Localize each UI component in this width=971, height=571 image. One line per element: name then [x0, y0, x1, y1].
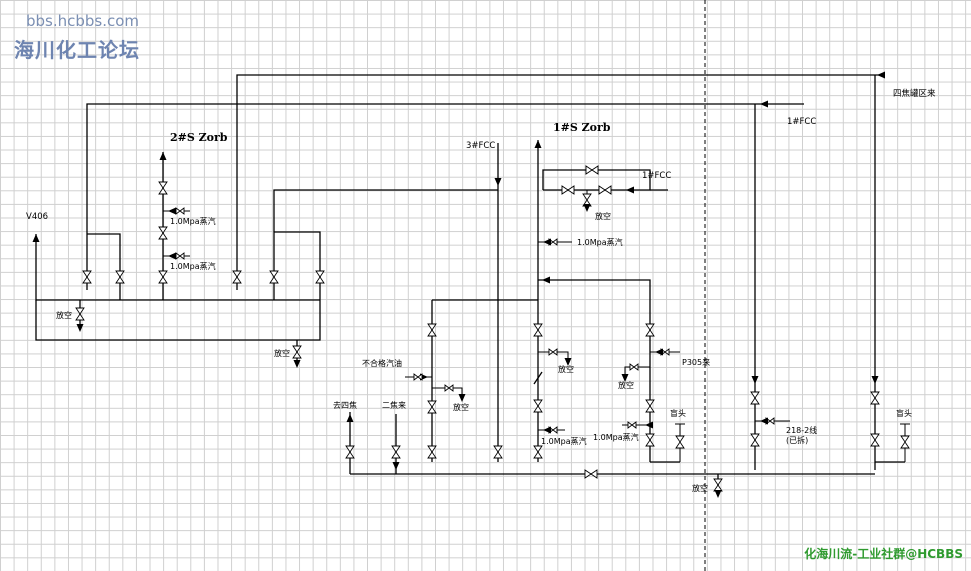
- label-fcc1-mid: 1#FCC: [642, 171, 671, 181]
- label-vent-7: 放空: [692, 483, 708, 493]
- label-blind-end-1: 盲头: [670, 408, 686, 418]
- label-vent-1: 放空: [595, 211, 611, 221]
- zorb1-section: [345, 140, 875, 498]
- label-vent-4: 放空: [453, 402, 469, 412]
- unit-label-zorb2: 2#S Zorb: [170, 131, 228, 144]
- label-offspec-gasoline: 不合格汽油: [362, 358, 402, 368]
- label-steam-3: 1.0Mpa蒸汽: [577, 237, 623, 247]
- label-fcc1-top: 1#FCC: [787, 117, 816, 127]
- zorb2-section: [32, 152, 499, 462]
- label-line-218: 218-2线: [786, 425, 817, 435]
- label-steam-4: 1.0Mpa蒸汽: [593, 432, 639, 442]
- watermark-footer: 化海川流-工业社群@HCBBS: [804, 547, 963, 561]
- watermark-site-name: 海川化工论坛: [14, 38, 140, 62]
- label-sijiao-tank-area: 四焦罐区来: [893, 88, 936, 99]
- label-steam-5: 1.0Mpa蒸汽: [541, 436, 587, 446]
- label-vent-5: 放空: [558, 364, 574, 374]
- label-steam-2: 1.0Mpa蒸汽: [170, 261, 216, 271]
- label-p305: P305来: [682, 358, 710, 367]
- label-blind-end-2: 盲头: [896, 408, 912, 418]
- label-dismantled: (已拆): [786, 435, 808, 445]
- watermark-site-url: bbs.hcbbs.com: [26, 12, 140, 30]
- label-vent-6: 放空: [618, 380, 634, 390]
- label-steam-1: 1.0Mpa蒸汽: [170, 216, 216, 226]
- label-vent-3: 放空: [274, 348, 290, 358]
- right-section: [750, 391, 910, 463]
- label-vent-2: 放空: [56, 310, 72, 320]
- unit-label-zorb1: 1#S Zorb: [553, 121, 611, 134]
- label-v406: V406: [26, 212, 48, 222]
- label-fcc3: 3#FCC: [466, 141, 495, 151]
- label-from-erjiao: 二焦来: [382, 400, 406, 410]
- label-to-sijiao: 去四焦: [333, 400, 357, 410]
